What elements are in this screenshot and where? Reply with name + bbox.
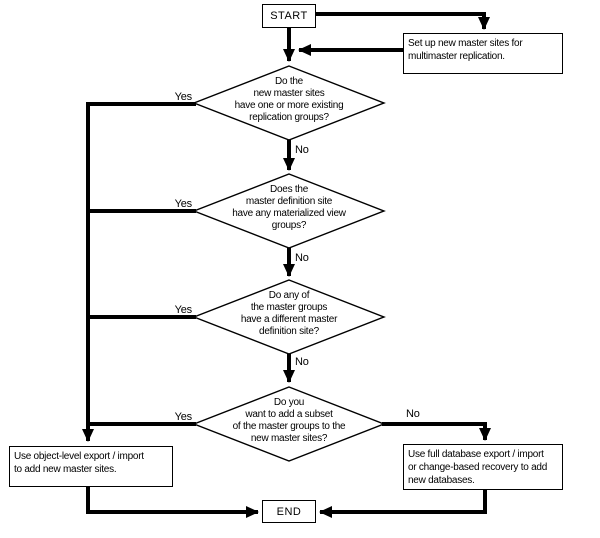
label-no-2: No [295,252,309,264]
label-no-4: No [406,408,420,420]
start-node: START [262,4,316,28]
label-no-1: No [295,144,309,156]
decision1-text: Do the new master sites have one or more… [234,76,344,123]
label-no-3: No [295,356,309,368]
end-label: END [276,505,302,518]
label-yes-1: Yes [174,91,193,103]
start-label: START [270,10,308,22]
edge-yes-trunk [82,102,196,442]
setup-node: Set up new master sites for multimaster … [403,33,563,74]
edge-actionno-to-end [319,489,487,518]
decision4-text: Do you want to add a subset of the maste… [232,397,346,444]
action-yes-node: Use object-level export / import to add … [9,446,173,487]
label-yes-4: Yes [174,411,193,423]
label-yes-2: Yes [174,198,193,210]
edge-decision4-no [382,422,491,441]
decision4-diamond [192,386,386,462]
decision1-diamond [192,65,386,141]
edge-actionyes-to-end [86,487,259,518]
decision2-text: Does the master definition site have any… [232,184,346,231]
end-node: END [262,500,316,523]
decision3-diamond [192,279,386,355]
label-yes-3: Yes [174,304,193,316]
decision2-diamond [192,173,386,249]
edge-start-to-setup [316,12,490,30]
decision3-text: Do any of the master groups have a diffe… [240,290,338,337]
action-no-node: Use full database export / import or cha… [403,444,563,490]
